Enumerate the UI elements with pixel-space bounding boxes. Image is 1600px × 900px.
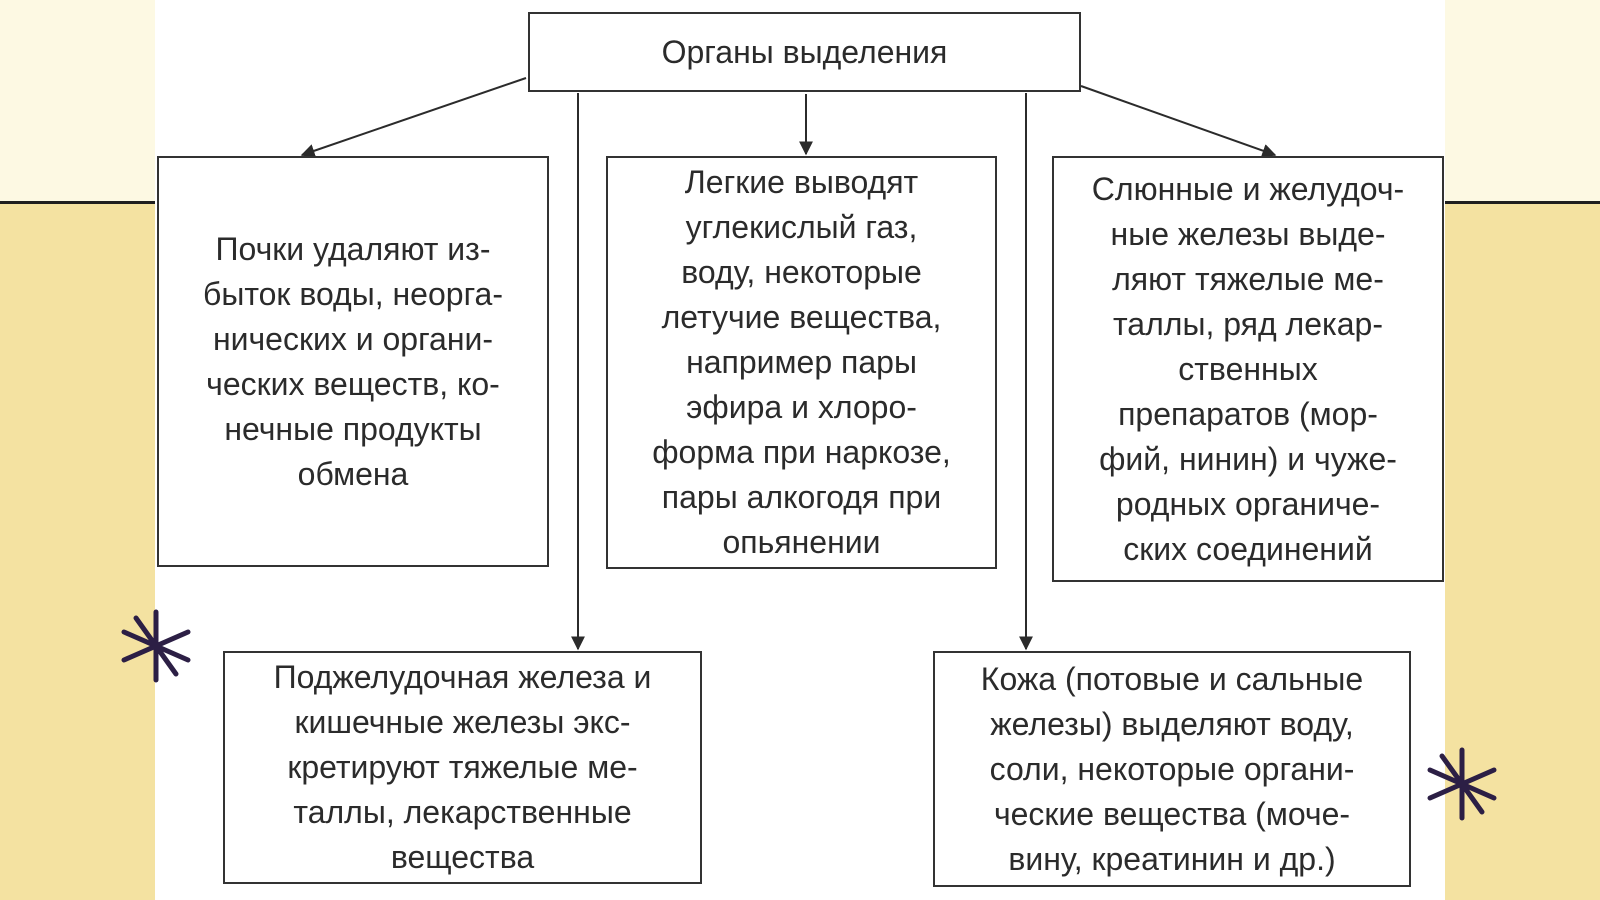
- node-pancreas: Поджелудочная железа и кишечные железы э…: [223, 651, 702, 884]
- node-kidneys: Почки удаляют из- быток воды, неорга- ни…: [157, 156, 549, 567]
- node-lungs: Легкие выводят углекислый газ, воду, нек…: [606, 156, 997, 569]
- node-skin-text: Кожа (потовые и сальные железы) выделяют…: [980, 660, 1364, 877]
- node-lungs-text: Легкие выводят углекислый газ, воду, нек…: [652, 164, 951, 560]
- node-skin: Кожа (потовые и сальные железы) выделяют…: [933, 651, 1411, 887]
- node-kidneys-text: Почки удаляют из- быток воды, неорга- ни…: [203, 230, 503, 492]
- node-glands-text: Слюнные и желудоч- ные железы выде- ляют…: [1091, 170, 1405, 567]
- root-node-label: Органы выделения: [661, 33, 948, 70]
- star-icon: [121, 609, 191, 683]
- arrow-to-glands: [1080, 85, 1277, 158]
- node-pancreas-text: Поджелудочная железа и кишечные железы э…: [273, 659, 652, 875]
- arrow-to-kidneys: [300, 77, 527, 158]
- root-node: Органы выделения: [528, 12, 1081, 92]
- star-icon: [1427, 747, 1497, 821]
- node-glands: Слюнные и желудоч- ные железы выде- ляют…: [1052, 156, 1444, 582]
